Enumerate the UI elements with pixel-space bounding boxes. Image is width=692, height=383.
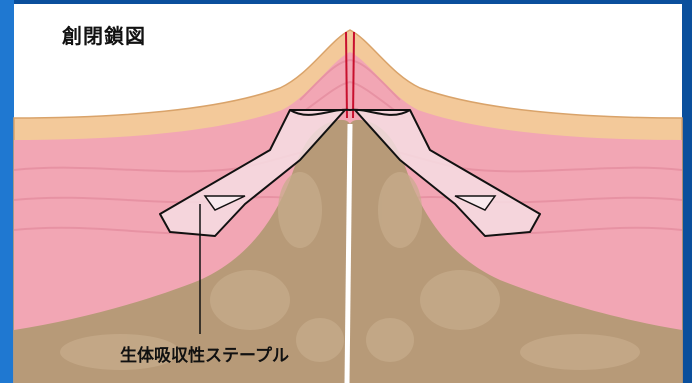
frame-highlight bbox=[0, 0, 14, 383]
incision-gap bbox=[347, 124, 350, 383]
diagram-title: 創閉鎖図 bbox=[62, 20, 146, 49]
staple-label: 生体吸収性ステープル bbox=[120, 341, 289, 366]
